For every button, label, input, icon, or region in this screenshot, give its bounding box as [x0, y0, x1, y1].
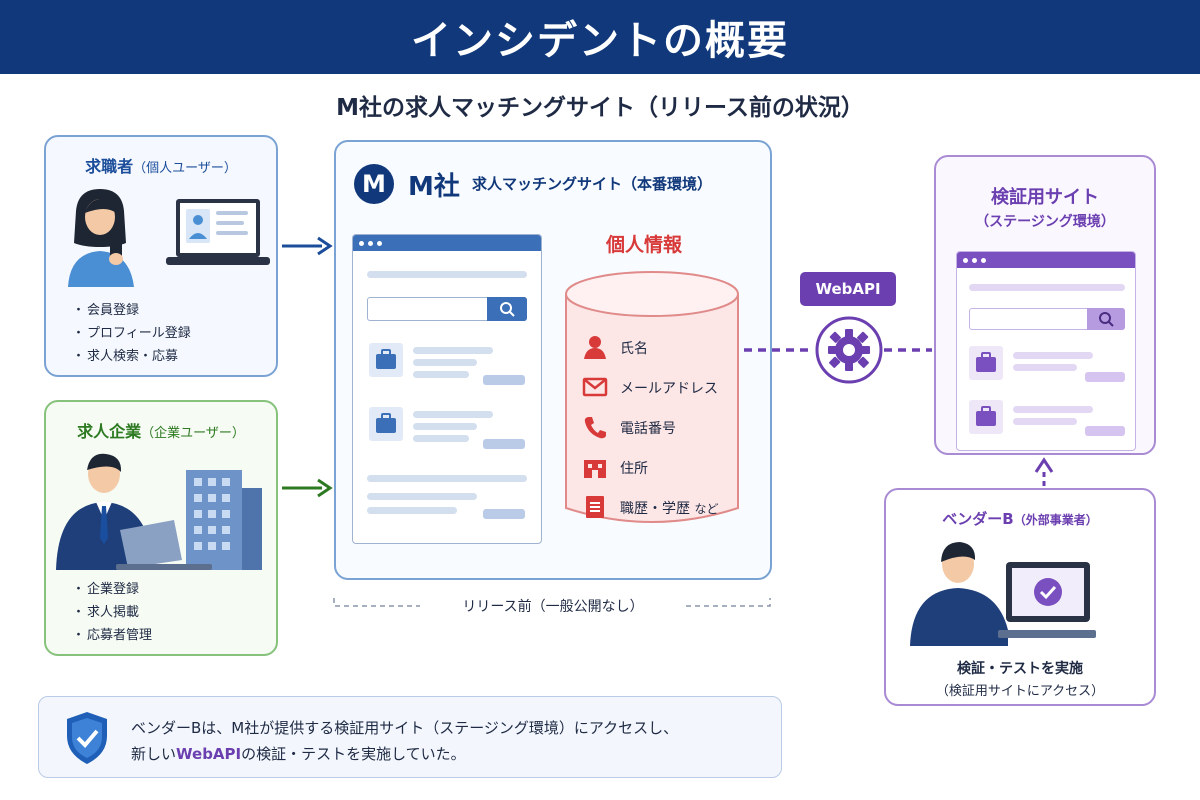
note-line-2: 新しいWebAPIの検証・テストを実施していた。 [131, 745, 466, 763]
search-icon [1087, 308, 1125, 330]
browser-titlebar [353, 235, 541, 251]
monitor-icon [998, 562, 1096, 638]
webapi-badge: WebAPI [800, 272, 896, 306]
title-banner: インシデントの概要 [0, 0, 1200, 74]
document-icon [586, 496, 604, 518]
job-seeker-title: 求職者（個人ユーザー） [85, 157, 237, 176]
personal-info-email: メールアドレス [620, 381, 718, 397]
shield-check-icon [67, 712, 107, 764]
page-title: インシデントの概要 [411, 18, 789, 64]
personal-info-name: 氏名 [620, 341, 648, 357]
person-icon [584, 336, 606, 359]
businessman-icon [56, 453, 154, 570]
vendor-action: 検証・テストを実施 [957, 661, 1083, 677]
list-item: 求人検索・応募 [72, 345, 191, 368]
m-logo: M [354, 164, 394, 204]
briefcase-icon [369, 407, 403, 441]
engineer-icon [910, 542, 1008, 646]
company-name: M社 [408, 172, 460, 202]
company-list: 企業登録 求人掲載 応募者管理 [72, 578, 152, 647]
gear-icon [815, 316, 883, 384]
vendor-title: ベンダーB（外部事業者） [942, 510, 1098, 528]
vendor-illustration [910, 542, 1096, 646]
list-item: 求人掲載 [72, 601, 152, 624]
personal-info-title: 個人情報 [606, 234, 683, 256]
staging-subtitle: （ステージング環境） [975, 214, 1115, 230]
personal-info-address: 住所 [620, 461, 648, 477]
company-title: 求人企業（企業ユーザー） [77, 422, 245, 441]
company-card: 求人企業（企業ユーザー） 企業登録 [44, 400, 278, 656]
personal-info-career: 職歴・学歴 など [620, 501, 719, 517]
address-icon [584, 460, 606, 478]
summary-note: ベンダーBは、M社が提供する検証用サイト（ステージング環境）にアクセスし、 新し… [38, 696, 782, 778]
company-arrow [282, 478, 333, 498]
search-icon [487, 297, 527, 321]
list-item: 企業登録 [72, 578, 152, 601]
list-item: 会員登録 [72, 299, 191, 322]
seeker-arrow [282, 236, 333, 256]
phone-icon [584, 417, 606, 439]
personal-info-database: 氏名 メールアドレス 電話番号 住所 職歴・学歴 など [564, 270, 740, 532]
laptop-icon [166, 199, 270, 265]
job-seeker-illustration [68, 189, 270, 287]
briefcase-icon [969, 346, 1003, 380]
job-seeker-card: 求職者（個人ユーザー） 会員登録 プロフィール登録 求人検索・応募 [44, 135, 278, 377]
site-label: 求人マッチングサイト（本番環境） [472, 175, 713, 193]
list-item: プロフィール登録 [72, 322, 191, 345]
site-browser-mockup [352, 234, 542, 544]
personal-info-phone: 電話番号 [620, 421, 676, 437]
company-illustration [56, 453, 262, 570]
vendor-box: ベンダーB（外部事業者） 検証・テストを実施 （検証用サイトにアクセス） [884, 488, 1156, 706]
staging-site-box: 検証用サイト （ステージング環境） [934, 155, 1156, 455]
staging-browser-mockup [956, 251, 1136, 451]
job-seeker-list: 会員登録 プロフィール登録 求人検索・応募 [72, 299, 191, 368]
list-item: 応募者管理 [72, 624, 152, 647]
database-cylinder [565, 271, 739, 523]
browser-titlebar [957, 252, 1135, 268]
release-note: リリース前（一般公開なし） [462, 599, 644, 615]
note-line-1: ベンダーBは、M社が提供する検証用サイト（ステージング環境）にアクセスし、 [131, 719, 679, 737]
mail-icon [582, 377, 608, 397]
vendor-to-staging-arrow [1034, 457, 1054, 486]
vendor-action-detail: （検証用サイトにアクセス） [935, 684, 1105, 699]
briefcase-icon [969, 400, 1003, 434]
woman-icon [68, 189, 134, 287]
laptop-icon [116, 520, 212, 570]
briefcase-icon [369, 343, 403, 377]
page-subtitle: M社の求人マッチングサイト（リリース前の状況） [336, 95, 864, 121]
staging-title: 検証用サイト [991, 187, 1099, 208]
building-icon [186, 470, 262, 570]
production-site-box: M M社 求人マッチングサイト（本番環境） 個人情報 [334, 140, 772, 580]
